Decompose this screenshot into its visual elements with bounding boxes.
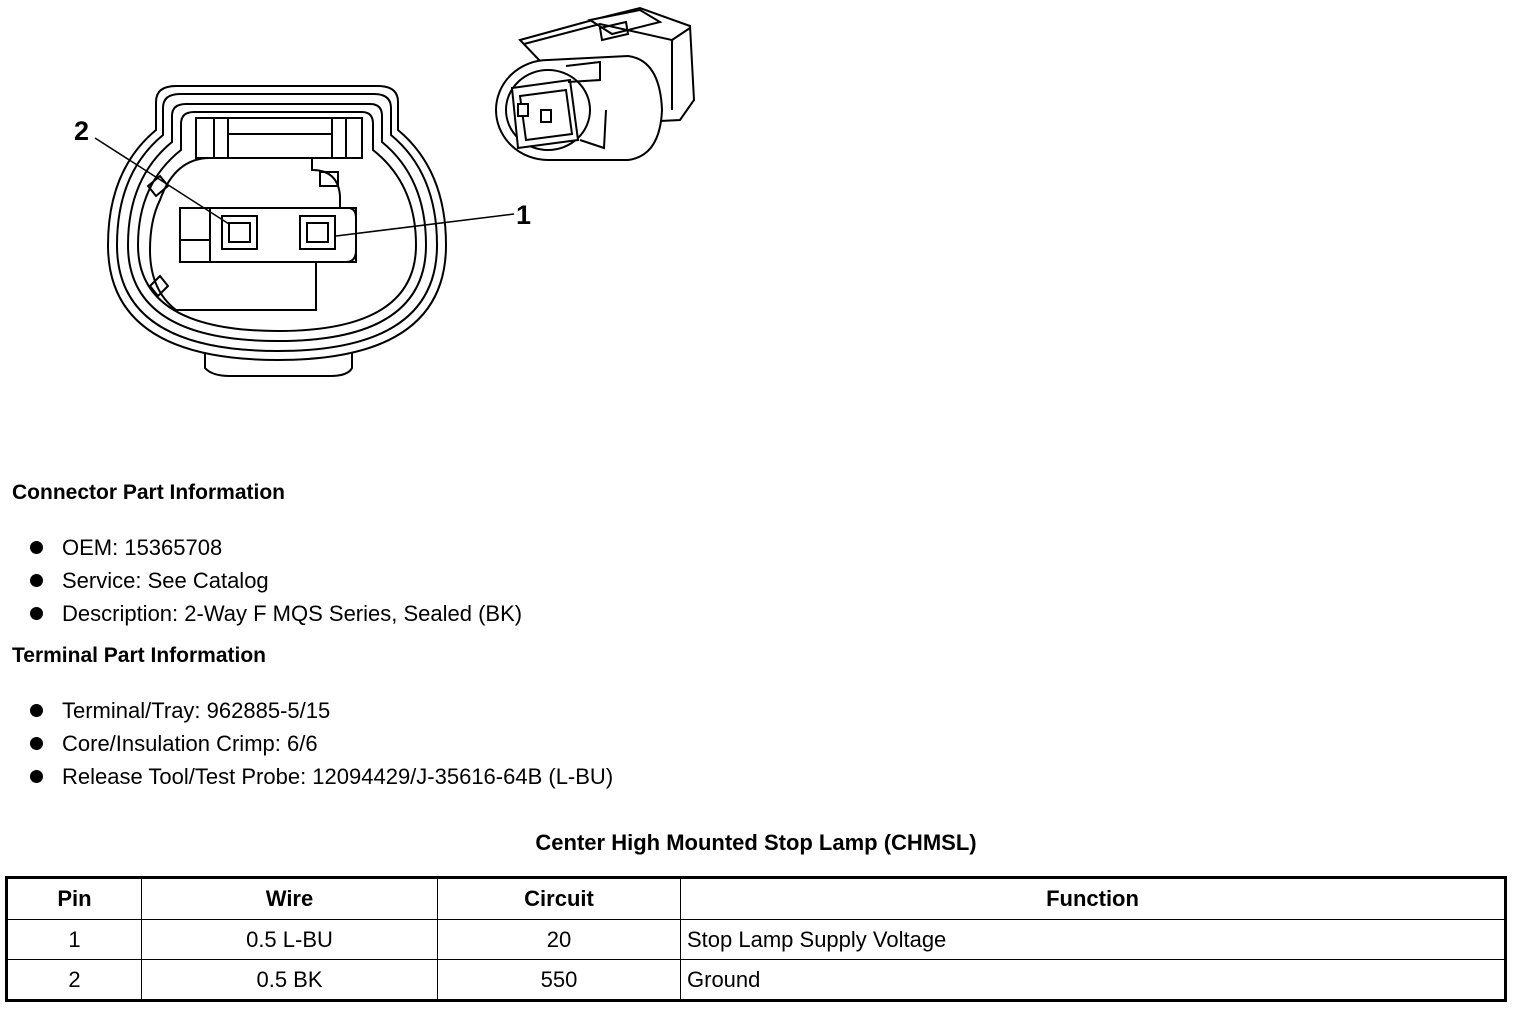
cell-circuit: 20 (437, 919, 681, 960)
bullet-icon (30, 737, 43, 750)
connector-face-view (94, 85, 515, 377)
list-item: Release Tool/Test Probe: 12094429/J-3561… (30, 760, 613, 793)
bullet-icon (30, 607, 43, 620)
callout-pin-1: 1 (516, 200, 531, 230)
table-caption: Center High Mounted Stop Lamp (CHMSL) (535, 830, 977, 855)
cell-function: Stop Lamp Supply Voltage (680, 919, 1506, 960)
cell-pin: 1 (6, 919, 142, 960)
table-row: 2 0.5 BK 550 Ground (6, 959, 1506, 1001)
header-function: Function (680, 877, 1506, 920)
cell-function: Ground (680, 959, 1506, 1001)
header-wire: Wire (141, 877, 438, 920)
connector-info-list: OEM: 15365708 Service: See Catalog Descr… (30, 531, 522, 630)
header-pin: Pin (6, 877, 142, 920)
table-header-row: Pin Wire Circuit Function (6, 877, 1506, 920)
cell-pin: 2 (6, 959, 142, 1001)
table-row: 1 0.5 L-BU 20 Stop Lamp Supply Voltage (6, 919, 1506, 960)
list-item: Service: See Catalog (30, 564, 522, 597)
list-item: Description: 2-Way F MQS Series, Sealed … (30, 597, 522, 630)
bullet-icon (30, 770, 43, 783)
bullet-icon (30, 574, 43, 587)
cell-wire: 0.5 L-BU (141, 919, 438, 960)
cell-circuit: 550 (437, 959, 681, 1001)
terminal-info-title: Terminal Part Information (12, 644, 266, 667)
header-circuit: Circuit (437, 877, 681, 920)
list-item: Core/Insulation Crimp: 6/6 (30, 727, 613, 760)
connector-3d-view (495, 6, 696, 161)
bullet-icon (30, 704, 43, 717)
bullet-icon (30, 541, 43, 554)
connector-info-title: Connector Part Information (12, 481, 286, 504)
list-item: Terminal/Tray: 962885-5/15 (30, 694, 613, 727)
pinout-table: Pin Wire Circuit Function 1 0.5 L-BU 20 … (5, 876, 1507, 1002)
cell-wire: 0.5 BK (141, 959, 438, 1001)
list-item: OEM: 15365708 (30, 531, 522, 564)
callout-pin-2: 2 (74, 116, 89, 146)
connector-diagram: 2 1 (74, 6, 696, 377)
terminal-info-list: Terminal/Tray: 962885-5/15 Core/Insulati… (30, 694, 613, 793)
